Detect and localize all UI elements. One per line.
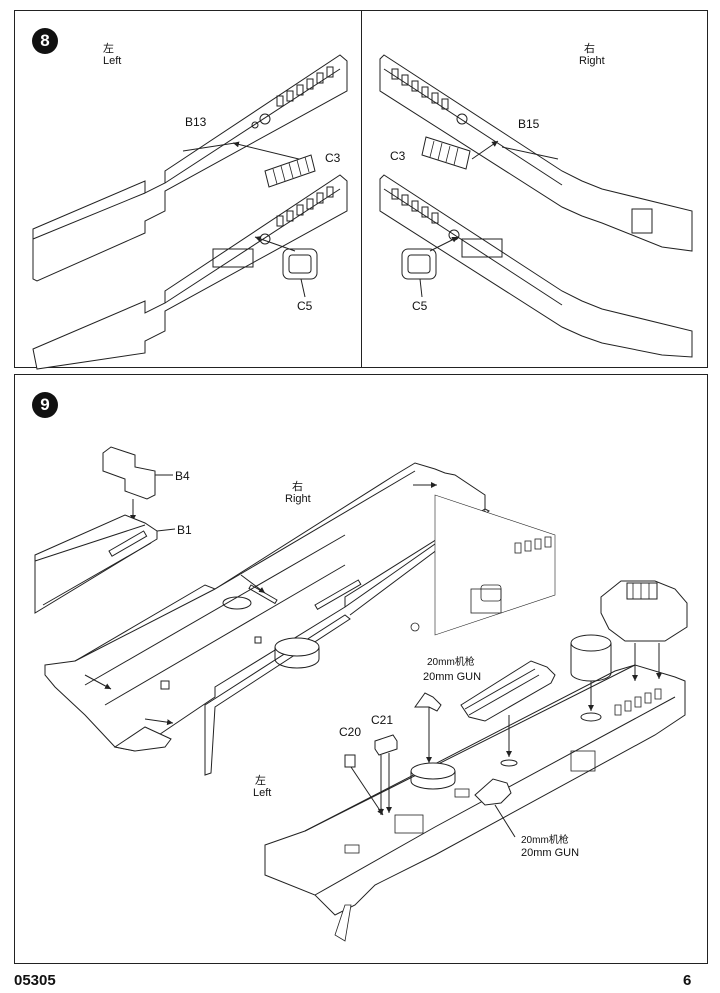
part-label-c21: C21 [371,713,394,727]
page-number: 6 [683,972,692,989]
kit-number: 05305 [14,972,56,989]
step-number-badge: 8 [32,28,58,54]
step-8-left-panel: 8 左 Left B13 C3 C5 [14,10,362,370]
part-label-c3: C3 [390,149,406,163]
part-label-c5: C5 [297,299,313,313]
part-label-b13: B13 [185,115,207,129]
gun-label-upper-en: 20mm GUN [423,671,482,683]
gun-label-lower-en: 20mm GUN [521,847,580,859]
left-label-en: Left [253,787,272,799]
gun-label-lower-cn: 20mm机枪 [521,835,569,846]
step-8-right-drawing [379,54,693,358]
part-label-b1: B1 [177,523,192,537]
part-label-c3: C3 [325,151,341,165]
side-label-cn: 右 [584,43,595,55]
part-label-b4: B4 [175,469,190,483]
part-label-b15: B15 [518,117,540,131]
gun-label-upper-cn: 20mm机枪 [427,657,475,668]
side-label-en: Left [103,55,122,67]
step-8-right-panel: 右 Right B15 C3 C5 [361,10,708,368]
step-8-left-drawing [32,54,348,370]
right-label-en: Right [285,493,311,505]
step-9-panel: 9 B4 B1 右 Right 左 Left 20mm机枪 20mm GUN 2… [14,374,708,964]
side-label-en: Right [579,55,605,67]
left-label-cn: 左 [255,775,266,787]
part-label-c20: C20 [339,725,362,739]
step-9-drawing [34,446,688,942]
step-number-badge: 9 [32,392,58,418]
side-label-cn: 左 [103,43,114,55]
part-label-c5: C5 [412,299,428,313]
right-label-cn: 右 [292,481,303,493]
